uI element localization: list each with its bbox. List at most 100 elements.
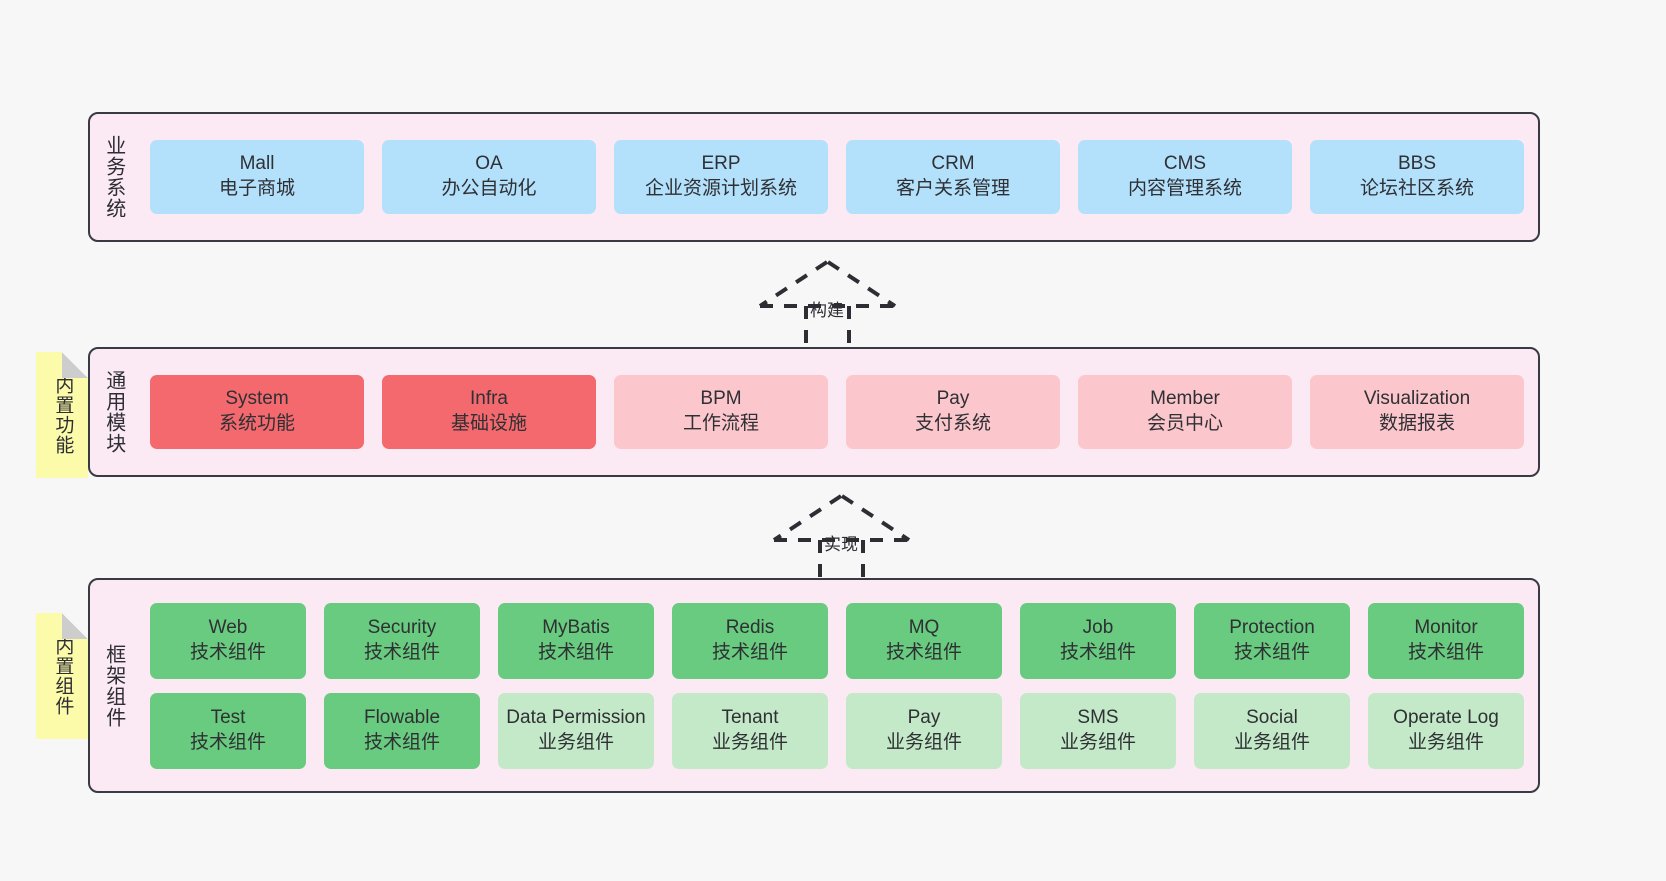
card-title: Social — [1246, 706, 1298, 728]
card-title: Test — [210, 706, 246, 728]
card-subtitle: 系统功能 — [218, 413, 295, 434]
connector-implement: 实现 — [766, 492, 918, 582]
card-mybatis[interactable]: MyBatis 技术组件 — [498, 602, 654, 679]
connector-build: 构建 — [752, 258, 904, 348]
card-title: Operate Log — [1393, 706, 1499, 728]
card-member[interactable]: Member 会员中心 — [1078, 375, 1292, 449]
card-subtitle: 办公自动化 — [441, 178, 537, 199]
card-subtitle: 业务组件 — [537, 731, 614, 753]
card-job[interactable]: Job 技术组件 — [1020, 602, 1176, 679]
card-title: OA — [475, 153, 503, 175]
layer-body-common: System 系统功能 Infra 基础设施 BPM 工作流程 Pay 支付系统… — [136, 349, 1538, 475]
layer-body-framework: Web 技术组件 Security 技术组件 MyBatis 技术组件 Redi… — [136, 580, 1538, 791]
card-subtitle: 论坛社区系统 — [1359, 178, 1474, 199]
card-crm[interactable]: CRM 客户关系管理 — [846, 140, 1060, 214]
card-subtitle: 技术组件 — [1407, 641, 1484, 663]
card-subtitle: 技术组件 — [1059, 641, 1136, 663]
card-redis[interactable]: Redis 技术组件 — [672, 602, 828, 679]
card-subtitle: 内容管理系统 — [1127, 178, 1242, 199]
card-subtitle: 技术组件 — [189, 731, 266, 753]
layer-label-framework: 框架组件 — [102, 643, 125, 728]
card-title: SMS — [1077, 706, 1119, 728]
layer-label-business: 业务系统 — [102, 135, 125, 219]
card-data-permission[interactable]: Data Permission 业务组件 — [498, 692, 654, 769]
card-title: Redis — [725, 616, 775, 638]
card-title: Security — [367, 616, 437, 638]
card-title: MyBatis — [542, 616, 610, 638]
card-title: Data Permission — [506, 706, 646, 728]
card-system[interactable]: System 系统功能 — [150, 375, 364, 449]
card-title: Infra — [469, 388, 509, 410]
card-title: Web — [208, 616, 248, 638]
card-subtitle: 技术组件 — [885, 641, 962, 663]
card-title: BPM — [700, 388, 742, 410]
card-bbs[interactable]: BBS 论坛社区系统 — [1310, 140, 1524, 214]
card-rows-business: Mall 电子商城 OA 办公自动化 ERP 企业资源计划系统 CRM 客户关系… — [150, 126, 1524, 228]
card-title: Pay — [907, 706, 941, 728]
card-title: MQ — [908, 616, 940, 638]
card-subtitle: 技术组件 — [1233, 641, 1310, 663]
card-subtitle: 业务组件 — [1233, 731, 1310, 753]
card-erp[interactable]: ERP 企业资源计划系统 — [614, 140, 828, 214]
card-subtitle: 基础设施 — [450, 413, 527, 434]
card-title: Visualization — [1363, 388, 1471, 410]
card-title: Pay — [936, 388, 970, 410]
card-subtitle: 业务组件 — [1059, 731, 1136, 753]
card-subtitle: 工作流程 — [682, 413, 759, 434]
card-subtitle: 电子商城 — [218, 178, 295, 199]
card-title: Tenant — [721, 706, 779, 728]
card-title: Flowable — [363, 706, 441, 728]
note-builtin-features: 内置功能 — [36, 352, 88, 478]
card-title: Member — [1150, 388, 1220, 410]
card-subtitle: 支付系统 — [914, 413, 991, 434]
card-rows-common: System 系统功能 Infra 基础设施 BPM 工作流程 Pay 支付系统… — [150, 361, 1524, 463]
layer-framework-components: 框架组件 Web 技术组件 Security 技术组件 MyBatis 技术组件… — [88, 578, 1540, 793]
card-mall[interactable]: Mall 电子商城 — [150, 140, 364, 214]
card-visualization[interactable]: Visualization 数据报表 — [1310, 375, 1524, 449]
card-flowable[interactable]: Flowable 技术组件 — [324, 692, 480, 769]
card-protection[interactable]: Protection 技术组件 — [1194, 602, 1350, 679]
card-pay-business[interactable]: Pay 业务组件 — [846, 692, 1002, 769]
card-subtitle: 会员中心 — [1146, 413, 1223, 434]
card-security[interactable]: Security 技术组件 — [324, 602, 480, 679]
card-mq[interactable]: MQ 技术组件 — [846, 602, 1002, 679]
card-title: Job — [1082, 616, 1114, 638]
card-subtitle: 技术组件 — [711, 641, 788, 663]
card-tenant[interactable]: Tenant 业务组件 — [672, 692, 828, 769]
card-sms[interactable]: SMS 业务组件 — [1020, 692, 1176, 769]
card-test[interactable]: Test 技术组件 — [150, 692, 306, 769]
card-title: Protection — [1229, 616, 1315, 638]
card-operate-log[interactable]: Operate Log 业务组件 — [1368, 692, 1524, 769]
card-row: Web 技术组件 Security 技术组件 MyBatis 技术组件 Redi… — [150, 602, 1524, 679]
build-arrow-svg — [758, 260, 897, 346]
card-infra[interactable]: Infra 基础设施 — [382, 375, 596, 449]
card-title: System — [225, 388, 289, 410]
connector-build-label: 构建 — [810, 301, 844, 320]
note-builtin-components-text: 内置组件 — [52, 636, 74, 716]
card-title: CMS — [1163, 153, 1207, 175]
card-subtitle: 技术组件 — [363, 731, 440, 753]
card-row: Mall 电子商城 OA 办公自动化 ERP 企业资源计划系统 CRM 客户关系… — [150, 140, 1524, 214]
card-oa[interactable]: OA 办公自动化 — [382, 140, 596, 214]
card-row: Test 技术组件 Flowable 技术组件 Data Permission … — [150, 692, 1524, 769]
card-subtitle: 企业资源计划系统 — [644, 178, 797, 199]
card-cms[interactable]: CMS 内容管理系统 — [1078, 140, 1292, 214]
card-social[interactable]: Social 业务组件 — [1194, 692, 1350, 769]
layer-label-common: 通用模块 — [102, 370, 125, 454]
card-subtitle: 数据报表 — [1378, 413, 1455, 434]
card-subtitle: 业务组件 — [711, 731, 788, 753]
card-title: CRM — [931, 153, 975, 175]
card-title: Monitor — [1414, 616, 1478, 638]
card-subtitle: 客户关系管理 — [895, 178, 1010, 199]
layer-body-business: Mall 电子商城 OA 办公自动化 ERP 企业资源计划系统 CRM 客户关系… — [136, 114, 1538, 240]
card-pay[interactable]: Pay 支付系统 — [846, 375, 1060, 449]
card-monitor[interactable]: Monitor 技术组件 — [1368, 602, 1524, 679]
card-rows-framework: Web 技术组件 Security 技术组件 MyBatis 技术组件 Redi… — [150, 589, 1524, 783]
layer-business-systems: 业务系统 Mall 电子商城 OA 办公自动化 ERP 企业资源计划系统 CRM… — [88, 112, 1540, 242]
implement-arrow-svg — [772, 494, 911, 580]
card-bpm[interactable]: BPM 工作流程 — [614, 375, 828, 449]
layer-common-modules: 通用模块 System 系统功能 Infra 基础设施 BPM 工作流程 Pay… — [88, 347, 1540, 477]
card-web[interactable]: Web 技术组件 — [150, 602, 306, 679]
card-title: ERP — [701, 153, 741, 175]
note-builtin-features-text: 内置功能 — [52, 375, 74, 455]
